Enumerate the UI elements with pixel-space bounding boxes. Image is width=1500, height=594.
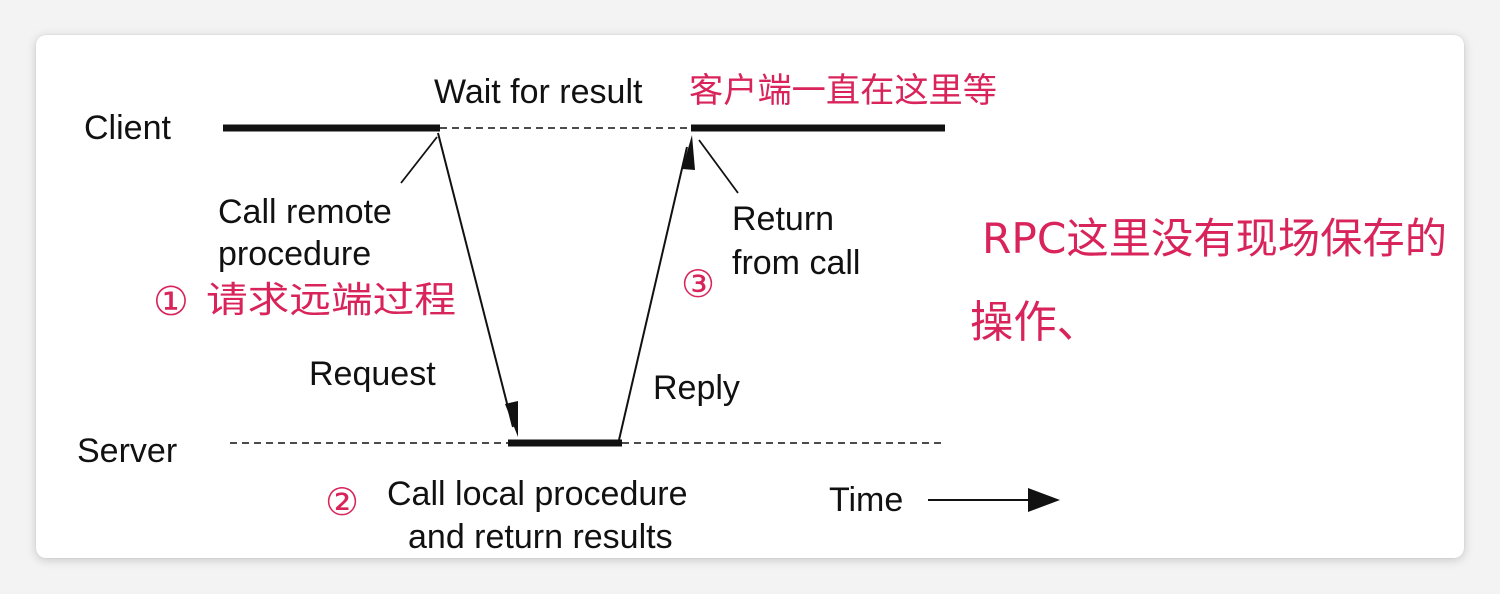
return-pointer	[698, 139, 739, 194]
time-label: Time	[829, 481, 903, 519]
request-label: Request	[309, 355, 436, 393]
call-local-label-line1: Call local procedure	[387, 475, 688, 513]
rpc-timing-diagram: Client Server Wait for result Call remot…	[77, 71, 1447, 556]
call-local-label-line2: and return results	[408, 518, 673, 556]
wait-for-result-label: Wait for result	[434, 73, 643, 111]
rpc-note-line1: RPC这里没有现场保存的	[982, 214, 1447, 263]
rpc-note-line2: 操作、	[970, 297, 1100, 348]
return-label-line2: from call	[732, 244, 860, 282]
diagram-card: Client Server Wait for result Call remot…	[36, 35, 1464, 558]
client-waits-annotation: 客户端一直在这里等	[689, 71, 997, 111]
step1-annotation: 请求远端过程	[206, 280, 456, 321]
reply-arrow	[618, 146, 688, 441]
call-remote-label-line1: Call remote	[218, 193, 392, 231]
step1-marker: ①	[153, 279, 189, 325]
step2-marker: ②	[325, 480, 359, 524]
request-arrowhead	[505, 401, 518, 437]
client-lane-label: Client	[84, 109, 171, 147]
reply-arrowhead	[682, 135, 695, 170]
reply-label: Reply	[653, 369, 740, 407]
step3-marker: ③	[681, 262, 715, 306]
call-remote-label-line2: procedure	[218, 235, 371, 273]
time-arrowhead	[1028, 488, 1060, 512]
request-arrow	[437, 132, 514, 428]
return-label-line1: Return	[732, 200, 834, 238]
call-remote-pointer	[400, 136, 438, 184]
server-lane-label: Server	[77, 432, 177, 470]
